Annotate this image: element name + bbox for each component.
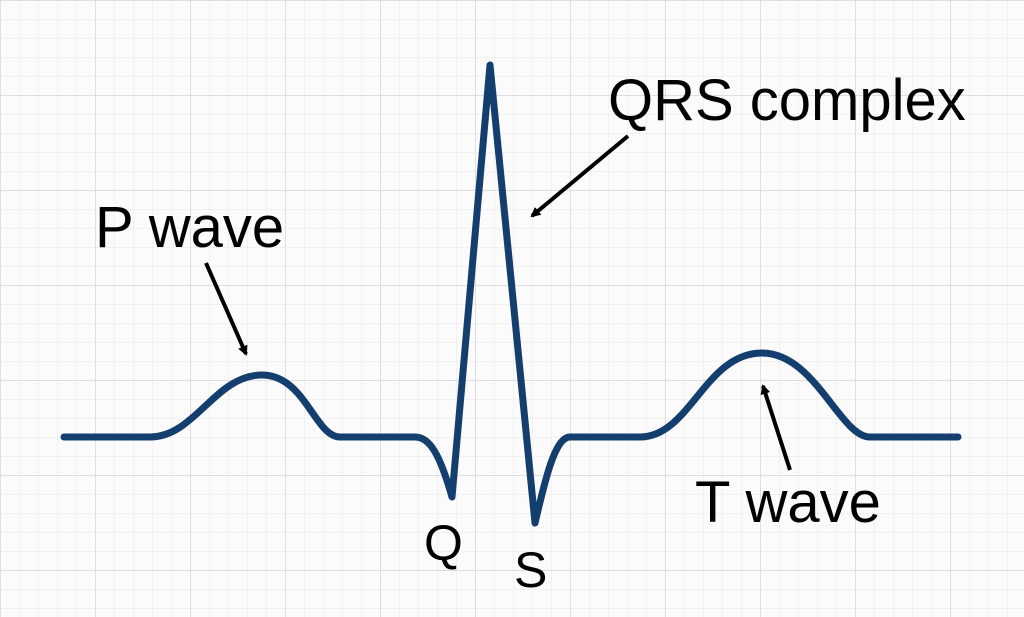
s-label: S bbox=[514, 542, 547, 598]
p-wave-arrow bbox=[204, 262, 248, 356]
t-wave-label: T wave bbox=[695, 470, 881, 535]
qrs-complex-arrow bbox=[530, 134, 630, 218]
t-wave-arrow bbox=[760, 384, 792, 471]
p-wave-label: P wave bbox=[95, 195, 284, 260]
qrs-complex-label: QRS complex bbox=[608, 68, 966, 133]
ecg-trace bbox=[60, 61, 962, 527]
q-label: Q bbox=[424, 515, 463, 571]
